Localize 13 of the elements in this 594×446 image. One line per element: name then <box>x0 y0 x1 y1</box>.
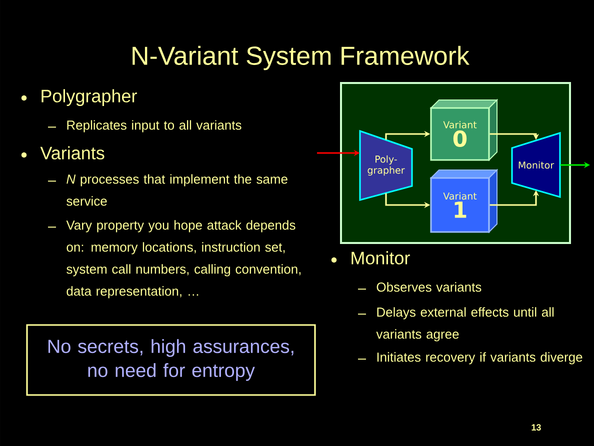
title: N-Variant System Framework <box>132 46 470 70</box>
bullet-text: Initiates recovery if variants diverge <box>377 352 582 364</box>
bullet-heading: Polygrapher <box>42 89 137 106</box>
bullet-heading: Monitor <box>352 251 410 264</box>
bullet-heading: Variants <box>40 146 104 160</box>
page-number: 13 <box>532 424 541 431</box>
bullet-text: Replicates input to all variants <box>67 120 242 132</box>
bullet-text: Vary property you hope attack depends on: memory locations, instruction set, system call numbers, calling convention, data representation, … <box>66 220 301 298</box>
monitor-trapezoid: Monitor <box>511 132 561 198</box>
bullet-text: N processes that implement the same service <box>66 174 288 206</box>
bullet-text: Observes variants <box>376 282 482 292</box>
bullet-text: Delays external effects until all variants agree <box>376 307 554 342</box>
note-box: No secrets, high assurances, no need for entropy <box>26 324 316 396</box>
